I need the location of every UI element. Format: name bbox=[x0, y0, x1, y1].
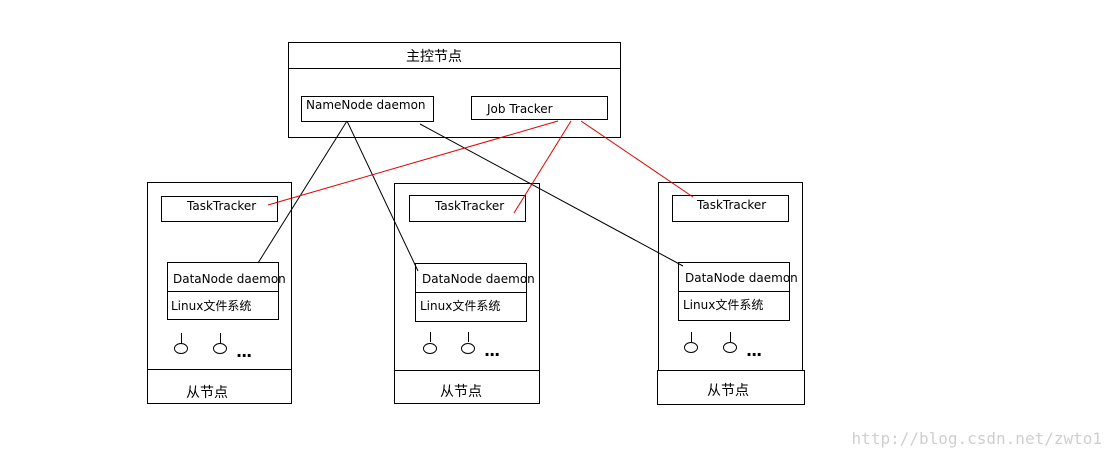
datanode-3-box bbox=[678, 262, 790, 321]
jobtracker-box bbox=[471, 96, 608, 120]
slave-node-2-label: 从节点 bbox=[440, 384, 482, 400]
slave-node-1-footer bbox=[147, 369, 292, 404]
tasktracker-2-label: TaskTracker bbox=[435, 199, 505, 213]
tasktracker-1-label: TaskTracker bbox=[187, 199, 257, 213]
disk-2b-icon bbox=[461, 343, 475, 354]
tasktracker-3-label: TaskTracker bbox=[697, 198, 767, 212]
datanode-2-box bbox=[415, 263, 527, 322]
disk-2a-icon bbox=[423, 343, 437, 354]
disk-1b-icon bbox=[213, 343, 227, 354]
slave-node-1-label: 从节点 bbox=[186, 385, 228, 401]
disk-3a-connector bbox=[691, 332, 692, 342]
more-disks-3-icon: ... bbox=[746, 341, 762, 360]
slave-node-2-footer bbox=[394, 370, 540, 404]
filesystem-3-label: Linux文件系统 bbox=[683, 298, 764, 312]
disk-3a-icon bbox=[684, 342, 698, 353]
datanode-1-box bbox=[167, 262, 279, 320]
datanode-2-divider bbox=[416, 292, 526, 293]
slave-node-3-footer bbox=[657, 370, 805, 405]
filesystem-1-label: Linux文件系统 bbox=[171, 299, 252, 313]
filesystem-2-label: Linux文件系统 bbox=[420, 299, 501, 313]
more-disks-2-icon: ... bbox=[484, 341, 500, 360]
datanode-3-divider bbox=[679, 291, 789, 292]
disk-1a-icon bbox=[174, 343, 188, 354]
tasktracker-3-box bbox=[672, 195, 789, 222]
master-title-divider bbox=[289, 68, 620, 69]
disk-1a-connector bbox=[181, 333, 182, 343]
datanode-2-label: DataNode daemon bbox=[422, 272, 535, 286]
disk-1b-connector bbox=[220, 333, 221, 343]
more-disks-1-icon: ... bbox=[236, 342, 252, 361]
watermark: http://blog.csdn.net/zwto1 bbox=[851, 429, 1102, 448]
disk-2a-connector bbox=[430, 332, 431, 342]
datanode-1-divider bbox=[168, 291, 278, 292]
datanode-3-label: DataNode daemon bbox=[685, 271, 798, 285]
slave-node-3-label: 从节点 bbox=[707, 383, 749, 399]
datanode-1-label: DataNode daemon bbox=[173, 272, 286, 286]
master-node-title: 主控节点 bbox=[406, 49, 462, 65]
disk-2b-connector bbox=[468, 332, 469, 342]
jobtracker-label: Job Tracker bbox=[487, 102, 553, 116]
disk-3b-connector bbox=[730, 332, 731, 342]
namenode-daemon-label: NameNode daemon bbox=[306, 98, 426, 112]
disk-3b-icon bbox=[723, 342, 737, 353]
